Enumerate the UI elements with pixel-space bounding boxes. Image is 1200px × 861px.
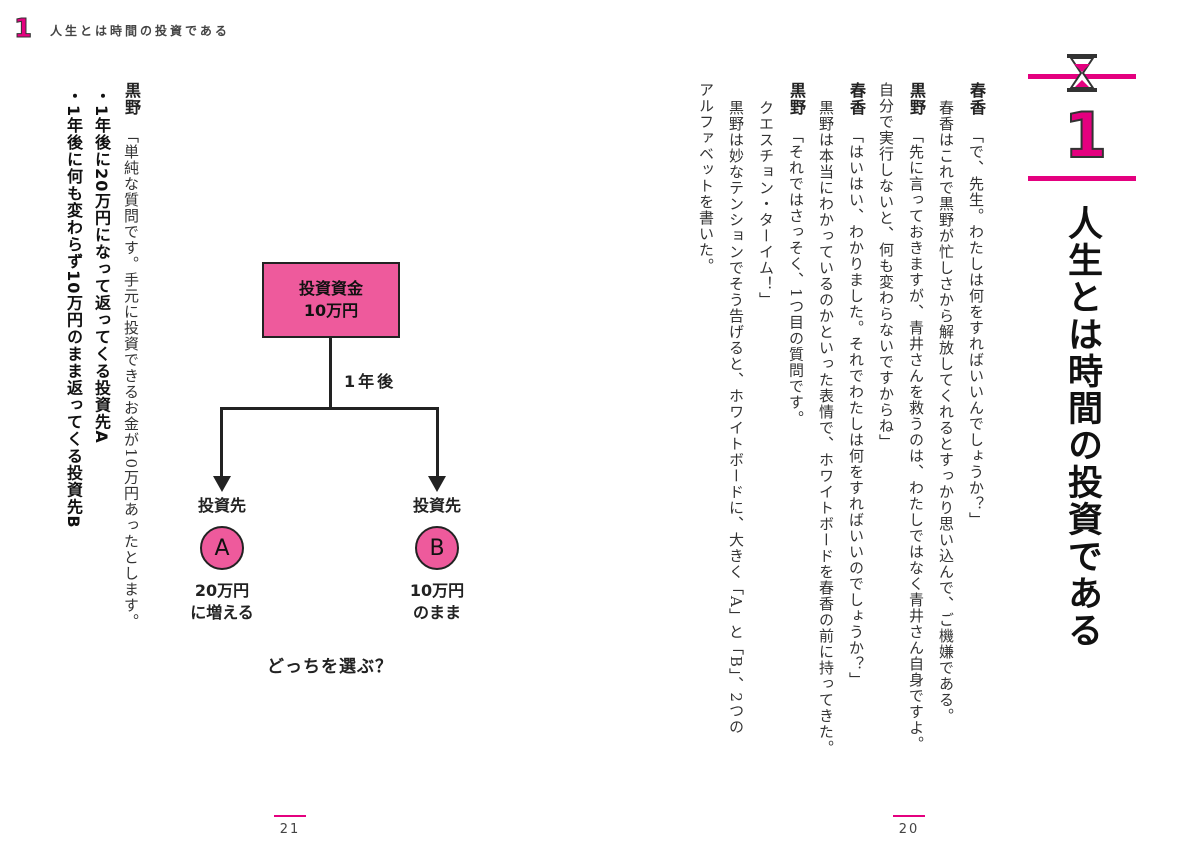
option-b-amount: 10万円 <box>409 581 465 600</box>
running-header-title: 人生とは時間の投資である <box>50 24 230 38</box>
box-amount: 10万円 <box>303 301 359 320</box>
chapter-title: 人生とは時間の投資である <box>1062 205 1102 649</box>
option-a-amount: 20万円 <box>194 581 250 600</box>
connector-to-a <box>220 407 223 479</box>
hourglass-icon <box>1067 54 1097 92</box>
arrow-down-icon <box>213 476 231 492</box>
option-a-heading: 投資先 <box>197 496 246 515</box>
option-a-result: 20万円 に増える <box>162 580 282 624</box>
running-header-chapter-number: 1 <box>13 14 33 45</box>
page-number: 20 <box>898 822 920 837</box>
bullet-option-b: ・1年後に何も変わらず10万円のまま返ってくる投資先B <box>64 88 83 529</box>
speaker-name: 黒野 <box>907 82 926 116</box>
option-b-heading: 投資先 <box>412 496 461 515</box>
chapter-number: 1 <box>1063 99 1108 172</box>
bullet-option-a: ・1年後に20万円になって返ってくる投資先A <box>92 88 111 444</box>
dialogue-line: 「先に言っておきますが、青井さんを救うのは、わたしではなく青井さん自身ですよ。 <box>907 128 925 752</box>
option-a-description: に増える <box>190 603 254 622</box>
narration-line: アルファベットを書いた。 <box>697 82 715 274</box>
speaker-name: 春香 <box>847 82 866 116</box>
branch-label: 1年後 <box>344 372 397 391</box>
option-b-result: 10万円 のまま <box>377 580 497 624</box>
option-a-badge: A <box>200 526 244 570</box>
chapter-rule-bottom <box>1028 176 1136 181</box>
narration-line: 春香はこれで黒野が忙しさから解放してくれるとすっかり思い込んで、ご機嫌である。 <box>937 100 955 724</box>
speaker-name: 黒野 <box>787 82 806 116</box>
connector-vertical <box>329 338 332 410</box>
page-number-rule <box>893 815 925 817</box>
arrow-down-icon <box>428 476 446 492</box>
dialogue-line: 「それではさっそく、1つ目の質問です。 <box>787 128 805 427</box>
option-b-badge: B <box>415 526 459 570</box>
narration-line: 黒野は妙なテンションでそう告げると、ホワイトボードに、大きく「A」と「B」、2つ… <box>727 100 745 735</box>
dialogue-line: 「はいはい、わかりました。それでわたしは何をすればいいのでしょうか？」 <box>847 128 865 688</box>
page-number-rule <box>274 815 306 817</box>
dialogue-line: 「単純な質問です。手元に投資できるお金が10万円あったとします。 <box>122 128 140 630</box>
page-number: 21 <box>279 822 301 837</box>
investment-capital-box: 投資資金 10万円 <box>262 262 400 338</box>
speaker-name: 春香 <box>967 82 986 116</box>
speaker-name: 黒野 <box>122 82 141 116</box>
dialogue-line: 自分で実行しないと、何も変わらないですからね」 <box>877 82 895 450</box>
diagram-question: どっちを選ぶ？ <box>267 657 393 677</box>
option-b-description: のまま <box>412 603 461 622</box>
connector-to-b <box>436 407 439 479</box>
narration-line: 黒野は本当にわかっているのかといった表情で、ホワイトボードを春香の前に持ってきた… <box>817 100 835 756</box>
box-label: 投資資金 <box>298 279 363 298</box>
connector-horizontal <box>220 407 439 410</box>
dialogue-line: クエスチョン・ターイム！」 <box>757 100 775 308</box>
dialogue-line: 「で、先生。わたしは何をすればいいんでしょうか？」 <box>967 128 985 528</box>
